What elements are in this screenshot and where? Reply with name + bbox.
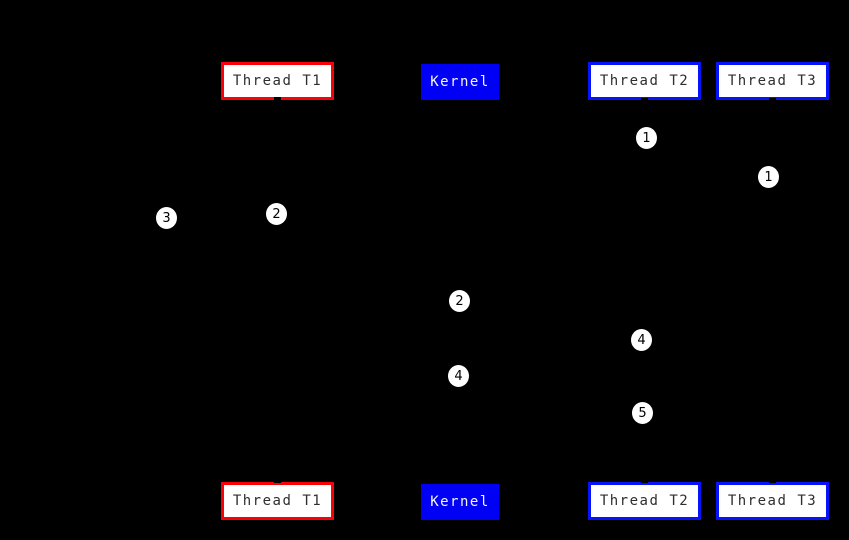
actor-box-kernel-bottom: Kernel	[421, 484, 499, 520]
sequence-marker: 3	[156, 207, 177, 229]
actor-box-kernel-top: Kernel	[421, 64, 499, 100]
lifeline-tick-t1-top	[274, 97, 281, 103]
actor-box-thread-t2-top: Thread T2	[588, 62, 701, 100]
sequence-marker: 1	[758, 166, 779, 188]
sequence-marker: 5	[632, 402, 653, 424]
actor-box-thread-t2-bottom: Thread T2	[588, 482, 701, 520]
lifeline-tick-t3-top	[769, 98, 776, 104]
sequence-marker: 4	[448, 365, 469, 387]
sequence-marker: 1	[636, 127, 657, 149]
actor-box-thread-t1-top: Thread T1	[221, 62, 334, 100]
sequence-marker: 4	[631, 329, 652, 351]
sequence-marker: 2	[449, 290, 470, 312]
lifeline-tick-t3-bottom	[769, 477, 776, 483]
sequence-marker: 2	[266, 203, 287, 225]
lifeline-tick-t2-top	[641, 98, 648, 104]
actor-box-thread-t3-top: Thread T3	[716, 62, 829, 100]
actor-box-thread-t1-bottom: Thread T1	[221, 482, 334, 520]
lifeline-tick-t1-bottom	[274, 477, 281, 483]
lifeline-tick-t2-bottom	[641, 477, 648, 483]
actor-box-thread-t3-bottom: Thread T3	[716, 482, 829, 520]
